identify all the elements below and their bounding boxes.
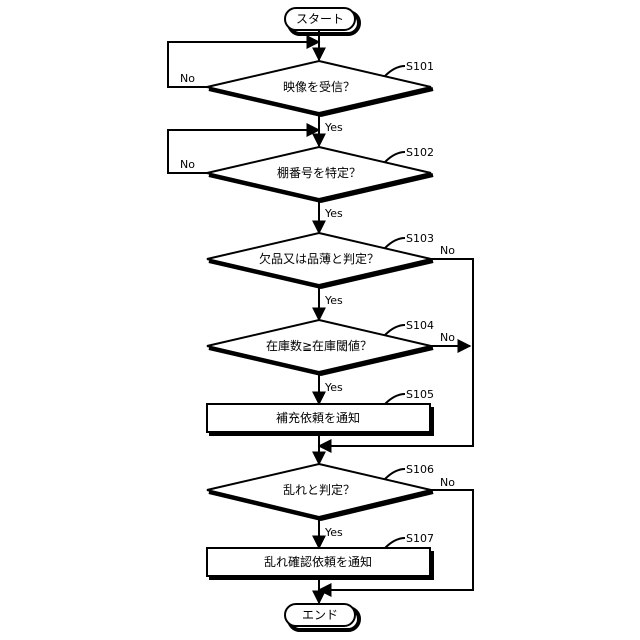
s101-no-label: No	[180, 72, 195, 85]
s104-id: S104	[406, 319, 434, 332]
end-label: エンド	[302, 608, 338, 622]
process-s105: 補充依頼を通知 S105	[207, 388, 434, 434]
s107-id: S107	[406, 532, 434, 545]
s104-no-label: No	[440, 331, 455, 344]
decision-s106: 乱れと判定？ S106 No Yes	[207, 463, 455, 539]
end-terminal: エンド	[285, 604, 359, 630]
s106-yes-label: Yes	[324, 526, 343, 539]
decision-s102: 棚番号を特定？ S102 No Yes	[180, 146, 434, 220]
s103-no-label: No	[440, 244, 455, 257]
s106-id: S106	[406, 463, 434, 476]
process-s107: 乱れ確認依頼を通知 S107	[207, 532, 434, 578]
s101-text: 映像を受信？	[283, 80, 355, 94]
decision-s104: 在庫数≧在庫閾値？ S104 No Yes	[207, 319, 455, 394]
s102-id: S102	[406, 146, 434, 159]
s102-no-label: No	[180, 158, 195, 171]
start-terminal: スタート	[285, 8, 359, 34]
s103-text: 欠品又は品薄と判定？	[259, 251, 379, 266]
s106-no-label: No	[440, 476, 455, 489]
s105-text: 補充依頼を通知	[276, 410, 360, 425]
s103-yes-label: Yes	[324, 294, 343, 307]
s103-id: S103	[406, 232, 434, 245]
s101-yes-label: Yes	[324, 121, 343, 134]
s107-text: 乱れ確認依頼を通知	[264, 554, 372, 569]
s106-text: 乱れと判定？	[283, 482, 355, 497]
s105-id: S105	[406, 388, 434, 401]
s104-text: 在庫数≧在庫閾値？	[266, 338, 372, 353]
start-label: スタート	[296, 12, 344, 26]
decision-s103: 欠品又は品薄と判定？ S103 No Yes	[207, 232, 455, 307]
s102-text: 棚番号を特定？	[277, 165, 361, 180]
s102-yes-label: Yes	[324, 207, 343, 220]
s101-id: S101	[406, 60, 434, 73]
s104-yes-label: Yes	[324, 381, 343, 394]
decision-s101: 映像を受信？ S101 No Yes	[180, 60, 434, 134]
